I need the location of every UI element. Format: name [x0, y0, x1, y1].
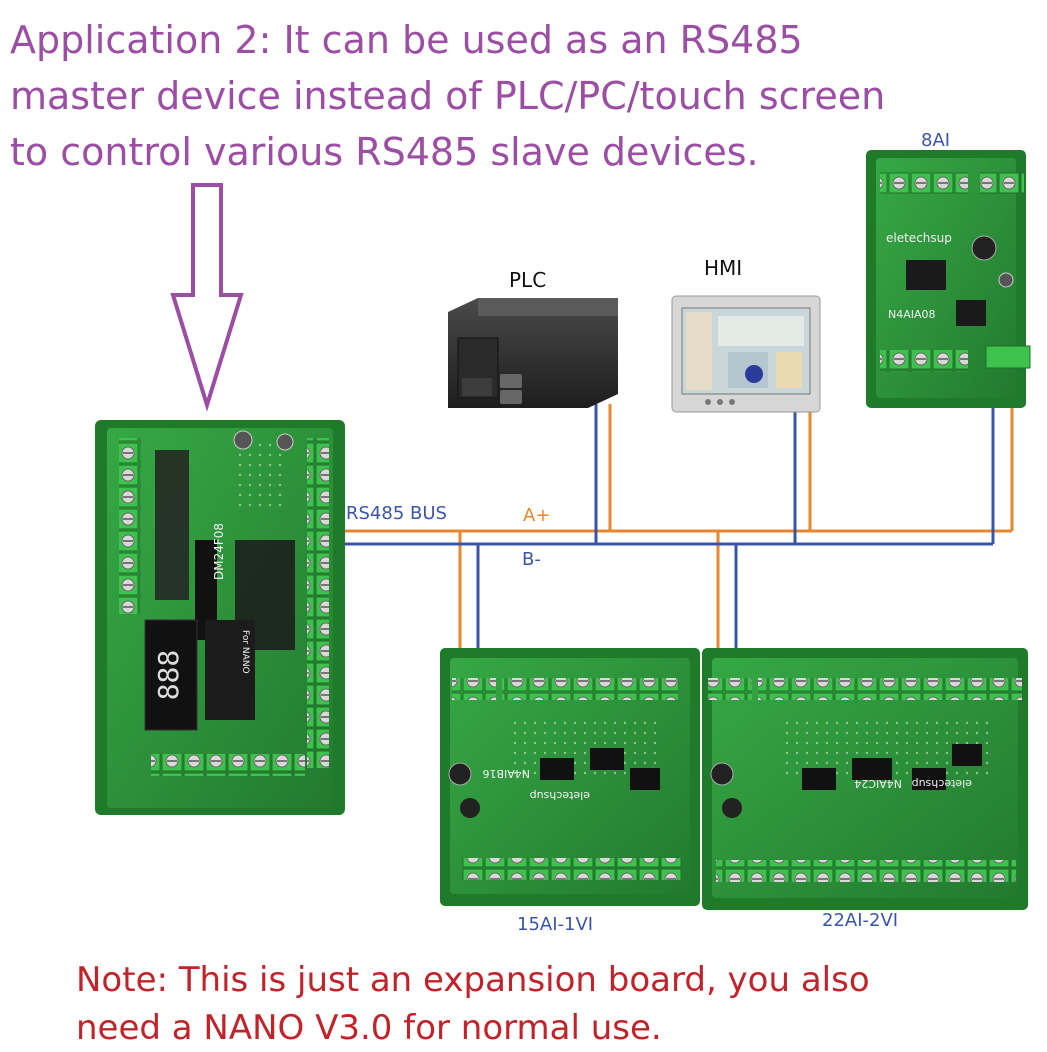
ai15-module: eletechsup N4AIB16 [440, 648, 700, 906]
ai22-label: 22AI-2VI [822, 910, 899, 931]
rs485-bus-wires [345, 372, 1014, 690]
bus-b-label: B- [522, 549, 541, 570]
hmi-label: HMI [704, 256, 743, 280]
down-arrow-icon [170, 183, 244, 412]
hmi-device [671, 295, 821, 413]
headline-line-3: to control various RS485 slave devices. [10, 130, 759, 174]
master-board: 888 DM24F08 For NANO [95, 420, 345, 815]
master-model-label: DM24F08 [212, 523, 226, 580]
ai15-brand: eletechsup [530, 789, 590, 802]
note-line-1: Note: This is just an expansion board, y… [76, 960, 870, 1000]
ai15-label: 15AI-1VI [517, 914, 594, 935]
bus-a-label: A+ [523, 505, 551, 526]
ai8-brand: eletechsup [886, 231, 952, 245]
ai22-model: N4AIC24 [854, 777, 902, 790]
master-display-digits: 888 [152, 650, 185, 701]
ai8-module: eletechsup N4AIA08 [866, 150, 1031, 408]
ai8-model: N4AIA08 [888, 308, 936, 321]
note: Note: This is just an expansion board, y… [76, 956, 1046, 1052]
headline-line-1: Application 2: It can be used as an RS48… [10, 18, 803, 62]
ai15-model: N4AIB16 [482, 767, 530, 780]
rs485-bus-label: RS485 BUS [346, 503, 447, 524]
ai22-module: eletechsup N4AIC24 [702, 648, 1028, 910]
headline: Application 2: It can be used as an RS48… [10, 12, 1040, 180]
note-line-2: need a NANO V3.0 for normal use. [76, 1008, 662, 1048]
plc-device [448, 298, 618, 408]
headline-line-2: master device instead of PLC/PC/touch sc… [10, 74, 886, 118]
ai8-label: 8AI [921, 130, 951, 151]
master-sub-label: For NANO [240, 630, 250, 674]
plc-label: PLC [509, 268, 547, 292]
ai22-brand: eletechsup [912, 777, 972, 790]
